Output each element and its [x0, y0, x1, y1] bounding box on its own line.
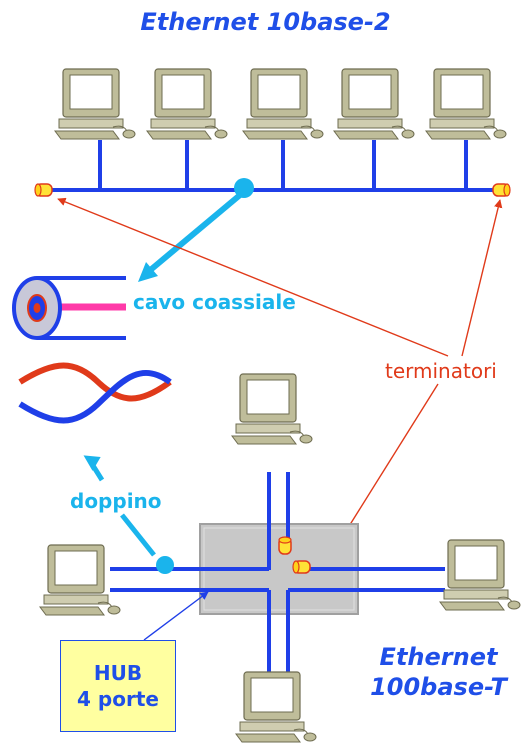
coax-cable-label: cavo coassiale: [133, 290, 296, 314]
computer-icon: [439, 539, 521, 611]
terminator-pointers: [57, 197, 503, 548]
connection-node: [156, 556, 174, 574]
hub-label-box: HUB 4 porte: [60, 640, 176, 732]
bus-network: [34, 68, 511, 282]
hub-label-line2: 4 porte: [77, 687, 159, 711]
hub-pointer: [143, 591, 209, 641]
computer-icon: [54, 68, 136, 140]
terminator-label: terminatori: [385, 359, 497, 383]
terminator-icon: [278, 536, 292, 555]
hub-label-line1: HUB: [93, 661, 143, 685]
computer-icon: [146, 68, 228, 140]
terminator-icon: [292, 560, 311, 574]
twisted-pair-icon: [18, 362, 172, 424]
computer-icon: [425, 68, 507, 140]
connection-node: [234, 178, 254, 198]
title-bottom-line2: 100base-T: [370, 673, 507, 701]
terminator-icon: [34, 183, 53, 197]
computer-icon: [242, 68, 324, 140]
computer-icon: [39, 544, 121, 616]
terminator-icon: [492, 183, 511, 197]
coax-cable-icon: [12, 276, 126, 340]
title-bottom-line1: Ethernet: [379, 643, 498, 671]
computer-icon: [231, 373, 313, 445]
title-ethernet-100base-t: Ethernet 100base-T: [356, 642, 521, 702]
computer-icon: [333, 68, 415, 140]
computer-icon: [235, 671, 317, 743]
title-ethernet-10base-2: Ethernet 10base-2: [140, 8, 391, 36]
twisted-pair-label: doppino: [70, 489, 162, 513]
